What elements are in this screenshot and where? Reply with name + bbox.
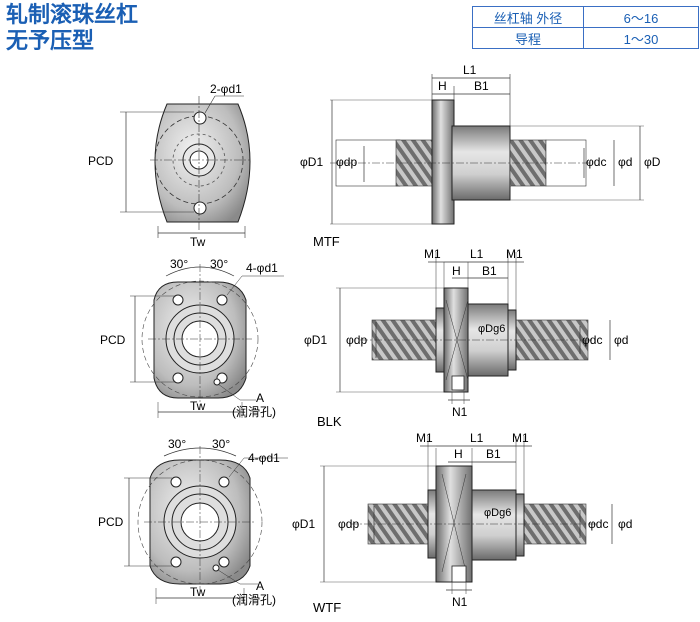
h-label: H [454,447,463,461]
b1-label: B1 [486,447,501,461]
a-label: A [256,391,264,405]
l1-label: L1 [463,63,477,77]
a-label: A [256,579,264,593]
d1-label: φD1 [304,333,327,347]
table-row: 丝杠轴 外径 6～16 [472,6,699,28]
hole-label: 4-φd1 [248,451,280,465]
b1-label: B1 [474,79,489,93]
big-d-label: φD [644,155,661,169]
hole-label: 4-φd1 [246,261,278,275]
tw-label: Tw [190,235,206,249]
dp-label: φdp [346,333,367,347]
pcd-label: PCD [98,515,124,529]
angle-label-left: 30° [168,437,186,451]
blk-side-view: M1 L1 M1 H B1 φD1 φdp φDg6 φdc φd N1 BLK [304,247,628,429]
mtf-side-view: L1 H B1 φD1 φdp φdc φd φD MTF [300,63,661,249]
d1-label: φD1 [300,155,323,169]
tw-label: Tw [190,399,206,413]
d-label: φd [618,155,632,169]
dc-label: φdc [582,333,602,347]
h-label: H [438,79,447,93]
wtf-front-view: 30° 30° 4-φd1 PCD Tw A (润滑孔) [98,437,288,607]
blk-front-view: 30° 30° 4-φd1 PCD Tw A (润滑孔) [100,257,284,419]
dc-label: φdc [586,155,606,169]
model-wtf-caption: WTF [313,600,341,615]
mtf-front-view: PCD Tw 2-φd1 [88,82,251,249]
dp-label: φdp [338,517,359,531]
h-label: H [452,264,461,278]
dg6-label: φDg6 [484,507,511,519]
l1-label: L1 [470,247,484,261]
table-row: 导程 1～30 [472,27,699,49]
model-blk-caption: BLK [317,414,342,429]
b1-label: B1 [482,264,497,278]
angle-label-left: 30° [170,257,188,271]
m1-label-right: M1 [512,431,529,445]
d-label: φd [614,333,628,347]
dp-label: φdp [336,155,357,169]
n1-label: N1 [452,595,468,609]
tw-label: Tw [190,585,206,599]
lube-label: (润滑孔) [232,405,276,419]
m1-label-right: M1 [506,247,523,261]
m1-label-left: M1 [416,431,433,445]
angle-label-right: 30° [212,437,230,451]
model-mtf-caption: MTF [313,234,340,249]
spec-label: 丝杠轴 外径 [472,6,584,28]
dc-label: φdc [588,517,608,531]
hole-label: 2-φd1 [210,82,242,96]
n1-label: N1 [452,405,468,419]
spec-value: 1～30 [583,27,699,49]
angle-label-right: 30° [210,257,228,271]
spec-table: 丝杠轴 外径 6～16 导程 1～30 [472,6,699,49]
lube-label: (润滑孔) [232,593,276,607]
page-subtitle: 无予压型 [6,28,95,53]
spec-label: 导程 [472,27,584,49]
m1-label-left: M1 [424,247,441,261]
pcd-label: PCD [100,333,126,347]
d-label: φd [618,517,632,531]
pcd-label: PCD [88,154,114,168]
dg6-label: φDg6 [478,323,505,335]
d1-label: φD1 [292,517,315,531]
page-title: 轧制滚珠丝杠 [6,2,139,27]
l1-label: L1 [470,431,484,445]
wtf-side-view: M1 L1 M1 H B1 φD1 φdp φDg6 φdc φd N1 WTF [292,431,632,615]
